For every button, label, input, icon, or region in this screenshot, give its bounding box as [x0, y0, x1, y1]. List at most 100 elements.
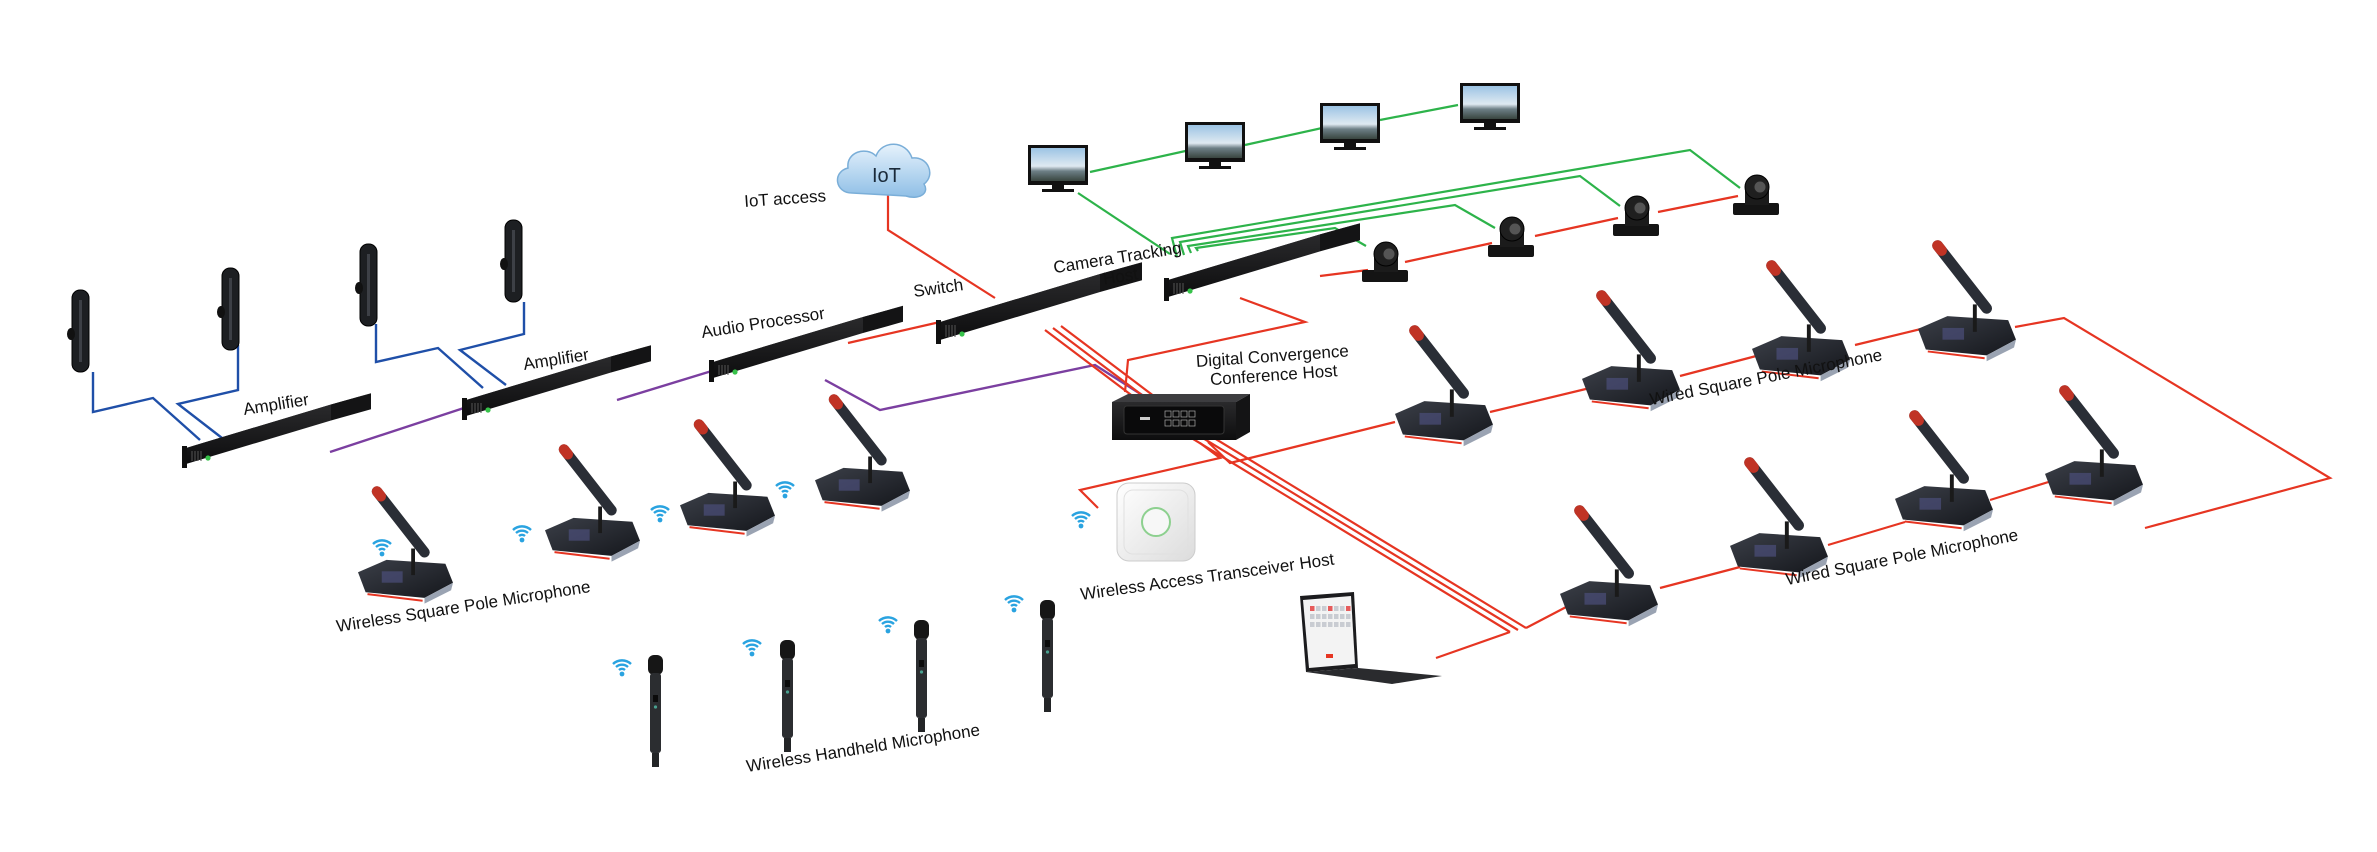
monitor-screen [1323, 106, 1377, 139]
tablet-ui-cell [1346, 614, 1351, 619]
wifi-arc [378, 547, 386, 552]
gooseneck-mic-icon [1596, 290, 1656, 364]
wired-pole-mic-upper-4[interactable] [1918, 240, 2016, 362]
monitor-screen [1031, 148, 1085, 181]
wired-pole-mic-lower-3[interactable] [1895, 410, 1993, 532]
amplifier-2[interactable] [462, 345, 651, 420]
wired-pole-mic-lower-4-base-edge [2113, 484, 2143, 507]
speaker-2[interactable] [217, 267, 240, 351]
camera-2[interactable] [1488, 216, 1534, 257]
camera-lens [1633, 201, 1647, 215]
wifi-icon [512, 525, 532, 543]
cable-camhost-camera3 [1178, 174, 1621, 256]
amplifier-1-front [186, 404, 331, 464]
tablet[interactable] [1300, 592, 1442, 684]
wired-pole-mic-lower-1-touch-panel [1584, 592, 1607, 605]
wifi-arc [619, 671, 625, 677]
audio-processor[interactable] [709, 305, 903, 382]
gooseneck-mic-icon [828, 394, 887, 466]
wireless-pole-mic-4[interactable] [815, 394, 910, 512]
handheld-mic-3[interactable] [914, 620, 929, 732]
panel-key [1172, 419, 1180, 427]
wifi-icon [775, 481, 795, 499]
wired-pole-mic-lower-4[interactable] [2045, 385, 2143, 507]
wired-pole-mic-upper-3-base-edge [1820, 359, 1850, 382]
speaker-3[interactable] [355, 243, 378, 327]
wifi-arc [379, 551, 385, 557]
handheld-mic-led [653, 705, 658, 709]
tablet-ui-cell [1328, 614, 1333, 619]
display-2[interactable] [1185, 122, 1245, 169]
wired-pole-mic-upper-2[interactable] [1582, 290, 1680, 412]
wifi-arc [1074, 515, 1088, 520]
handheld-mic-tail [918, 718, 925, 732]
wireless-pole-mic-1-tip-ring [371, 486, 387, 502]
iot-cloud[interactable]: IoT [836, 143, 931, 198]
handheld-mic-2[interactable] [780, 640, 795, 752]
wired-pole-mic-lower-1-base-edge [1628, 604, 1658, 627]
camera-1[interactable] [1362, 241, 1408, 282]
gooseneck-mic-icon [1574, 505, 1634, 579]
wired-pole-mic-lower-1-base [1560, 581, 1658, 621]
gooseneck-mic-icon [371, 486, 430, 558]
wireless-transceiver[interactable] [1116, 482, 1196, 562]
display-3[interactable] [1320, 103, 1380, 150]
camera-tracking-host[interactable] [1164, 223, 1360, 301]
wifi-arc [742, 639, 762, 645]
wired-pole-mic-lower-2[interactable] [1730, 457, 1828, 579]
camera-3[interactable] [1613, 195, 1659, 236]
speaker-mount [500, 258, 508, 270]
display-1[interactable] [1028, 145, 1088, 192]
conference-host-side [1236, 394, 1250, 440]
wired-pole-mic-upper-4-touch-panel [1942, 327, 1965, 340]
wired-pole-mic-lower-1[interactable] [1560, 505, 1658, 627]
gooseneck-mic-icon [1409, 325, 1469, 399]
wireless-pole-mic-1-base-edge [424, 582, 453, 604]
handheld-mic-tail [1044, 698, 1051, 712]
wireless-pole-mic-4-tip-ring [828, 394, 844, 410]
wired-pole-mic-lower-4-base [2045, 461, 2143, 501]
amplifier-1[interactable] [182, 393, 371, 468]
cable-host-wired-upper [1207, 420, 1396, 465]
wired-pole-mic-lower-2-tip-ring [1744, 457, 1759, 473]
camera-lens [1382, 247, 1396, 261]
audio-processor-side [863, 305, 903, 333]
power-led-icon [959, 331, 965, 337]
wifi-arc [778, 485, 792, 490]
cable-camhost-camera4 [1170, 148, 1741, 258]
camera-4[interactable] [1733, 174, 1779, 215]
wireless-pole-mic-1[interactable] [358, 486, 453, 604]
handheld-mic-display [653, 695, 658, 702]
cable-wired-upper-3-4 [1854, 326, 1926, 347]
cable-host-transceiver [1077, 442, 1223, 509]
camera-base [1488, 245, 1534, 257]
panel-key [1164, 410, 1172, 418]
wired-pole-mic-lower-3-base [1895, 486, 1993, 526]
wireless-pole-mic-3[interactable] [680, 419, 775, 537]
conference-host[interactable] [1112, 394, 1250, 440]
speaker-1[interactable] [67, 289, 90, 373]
wifi-arc [612, 659, 632, 665]
wired-pole-mic-upper-1[interactable] [1395, 325, 1493, 447]
tablet-ui-cell [1316, 614, 1321, 619]
wireless-pole-mic-2[interactable] [545, 444, 640, 562]
wifi-icon [1004, 595, 1024, 613]
cable-camhost-camera2 [1186, 203, 1496, 254]
conference-host-top [1112, 394, 1250, 402]
cable-speaker4-amp2 [457, 302, 526, 386]
wired-pole-mic-lower-4-indicator-strip [2054, 495, 2112, 505]
wifi-arc [615, 663, 629, 668]
display-4[interactable] [1460, 83, 1520, 130]
handheld-mic-4[interactable] [1040, 600, 1055, 712]
handheld-mic-1[interactable] [648, 655, 663, 767]
handheld-mic-icon [1040, 600, 1055, 620]
gooseneck-mic-icon [1744, 457, 1804, 531]
speaker-4[interactable] [500, 219, 523, 303]
tablet-ui-cell [1334, 622, 1339, 627]
amplifier-2-side [611, 345, 651, 373]
wired-pole-mic-upper-3[interactable] [1752, 260, 1850, 382]
switch[interactable] [936, 262, 1142, 344]
switch-side [1100, 262, 1142, 292]
tablet-ui-cell [1328, 622, 1333, 627]
